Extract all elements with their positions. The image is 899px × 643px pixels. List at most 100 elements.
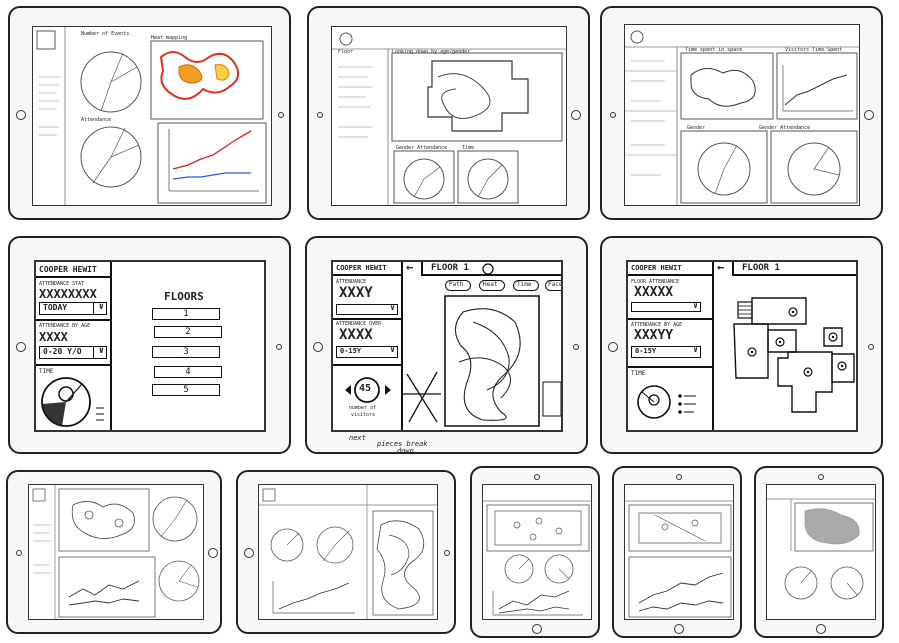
age-select-value: 0-20 Y/O bbox=[43, 347, 82, 356]
sketch-screen bbox=[482, 484, 592, 620]
age-select[interactable]: 0-20 Y/O ∨ bbox=[39, 346, 107, 359]
tab-label: Path bbox=[449, 281, 464, 288]
floor-button-3[interactable]: 3 bbox=[152, 346, 220, 358]
attendance-label: ATTENDANCE bbox=[336, 279, 367, 285]
time-label: TIME bbox=[39, 368, 54, 375]
home-button bbox=[16, 342, 26, 352]
section-divider bbox=[36, 364, 112, 366]
floors-title: FLOORS bbox=[164, 290, 204, 303]
floor-button-5[interactable]: 5 bbox=[152, 384, 220, 396]
handwritten-note: pieces break bbox=[377, 440, 428, 448]
back-button[interactable]: ← bbox=[714, 262, 734, 276]
section-divider bbox=[36, 319, 112, 321]
tablet-sketch-8 bbox=[236, 470, 456, 634]
sketch-drawing bbox=[767, 498, 875, 600]
app-screen: COOPER HEWIT ← FLOOR 1 ATTENDANCE XXXY ∨… bbox=[331, 260, 563, 432]
home-button bbox=[816, 624, 826, 634]
sketch-screen: Time spent in space Visitors Time Spent … bbox=[624, 24, 860, 206]
visitor-caption: number of bbox=[349, 405, 377, 411]
chevron-down-icon: ∨ bbox=[693, 301, 698, 310]
sketch-screen bbox=[28, 484, 204, 620]
visitor-count-value: 45 bbox=[359, 383, 372, 394]
camera-dot bbox=[276, 344, 282, 350]
top-bar bbox=[628, 262, 856, 276]
tablet-sketch-10 bbox=[612, 466, 742, 638]
handwritten-note: down bbox=[397, 447, 414, 455]
attendance-select[interactable]: ∨ bbox=[336, 303, 398, 315]
sketch-label: Floor bbox=[338, 49, 354, 55]
app-screen: COOPER HEWIT ATTENDANCE STAT XXXXXXXX TO… bbox=[34, 260, 266, 432]
app-screen: COOPER HEWIT ← FLOOR 1 FLOOR ATTENDANCE … bbox=[626, 260, 858, 432]
age-label: ATTENDANCE BY AGE bbox=[39, 323, 91, 329]
camera-dot bbox=[818, 474, 824, 480]
brand-bar bbox=[36, 262, 112, 278]
time-pie-chart bbox=[41, 377, 104, 427]
camera-dot bbox=[317, 112, 323, 118]
tablet-sketch-3: Time spent in space Visitors Time Spent … bbox=[600, 6, 883, 220]
camera-dot bbox=[444, 550, 450, 556]
left-panel bbox=[628, 262, 714, 430]
top-bar bbox=[333, 262, 561, 276]
age-select-value: 0-15Y bbox=[340, 347, 362, 355]
age-value: XXXYY bbox=[634, 328, 674, 343]
back-button[interactable]: ← bbox=[403, 262, 423, 276]
sketch-screen bbox=[766, 484, 876, 620]
sketch-screen bbox=[258, 484, 438, 620]
tablet-floor-map: COOPER HEWIT ← FLOOR 1 FLOOR ATTENDANCE … bbox=[600, 236, 883, 454]
attendance-label: FLOOR ATTENDANCE bbox=[631, 279, 680, 285]
home-button bbox=[208, 548, 218, 558]
age-select-value: 0-15Y bbox=[635, 347, 657, 355]
sketch-screen bbox=[624, 484, 734, 620]
section-divider bbox=[628, 318, 714, 320]
tab-label: Heat bbox=[483, 281, 498, 288]
select-divider bbox=[93, 303, 94, 314]
sketch-label: Gender Attendance bbox=[396, 145, 448, 151]
sketch-label: Looking down by age/gender bbox=[392, 49, 471, 55]
sketch-label: Time spent in space bbox=[685, 47, 743, 53]
tab-face[interactable]: Face bbox=[545, 280, 561, 291]
camera-dot bbox=[676, 474, 682, 480]
sketch-label: Attendance bbox=[81, 117, 112, 123]
sketch-drawing bbox=[259, 485, 437, 619]
sketch-label: Visitors Time Spent bbox=[785, 47, 843, 53]
chevron-down-icon: ∨ bbox=[693, 345, 698, 354]
attendance-value: XXXXXXXX bbox=[39, 287, 97, 301]
floor-title: FLOOR 1 bbox=[431, 263, 469, 273]
attendance-value: XXXXX bbox=[634, 285, 674, 300]
tab-time[interactable]: Time bbox=[513, 280, 539, 291]
age-value: XXXX bbox=[39, 330, 68, 344]
tab-path[interactable]: Path bbox=[445, 280, 471, 291]
floor-button-1[interactable]: 1 bbox=[152, 308, 220, 320]
sketch-drawing bbox=[483, 500, 591, 616]
section-divider bbox=[333, 318, 403, 320]
home-button bbox=[864, 110, 874, 120]
period-select-value: TODAY bbox=[43, 303, 68, 312]
chevron-down-icon: ∨ bbox=[390, 303, 395, 312]
home-button bbox=[313, 342, 323, 352]
period-select[interactable]: TODAY ∨ bbox=[39, 302, 107, 315]
arrow-left-icon: ← bbox=[717, 260, 725, 274]
attendance-value: XXXY bbox=[339, 285, 373, 301]
visitor-caption: visitors bbox=[351, 412, 376, 418]
tablet-sketch-2: Floor Looking down by age/gender Gender … bbox=[307, 6, 590, 220]
sketch-drawing bbox=[32, 485, 200, 619]
select-divider bbox=[93, 347, 94, 358]
tab-heat[interactable]: Heat bbox=[479, 280, 505, 291]
tablet-sketch-1: Number of Events Heat mapping Attendance bbox=[8, 6, 291, 220]
floor-button-2[interactable]: 2 bbox=[154, 326, 222, 338]
floor-button-4[interactable]: 4 bbox=[154, 366, 222, 378]
left-panel bbox=[333, 262, 403, 430]
tablet-floor-detail: COOPER HEWIT ← FLOOR 1 ATTENDANCE XXXY ∨… bbox=[305, 236, 588, 455]
floor-map-drawing bbox=[733, 297, 855, 413]
age-label: ATTENDANCE OVER bbox=[336, 321, 382, 327]
age-select[interactable]: 0-15Y ∨ bbox=[336, 345, 398, 358]
camera-dot bbox=[534, 474, 540, 480]
brand-name: COOPER HEWIT bbox=[631, 264, 682, 272]
sketch-screen: Floor Looking down by age/gender Gender … bbox=[331, 26, 567, 206]
age-select[interactable]: 0-15Y ∨ bbox=[631, 345, 701, 358]
sketch-screen: Number of Events Heat mapping Attendance bbox=[32, 26, 272, 206]
home-button bbox=[608, 342, 618, 352]
age-label: ATTENDANCE BY AGE bbox=[631, 322, 683, 328]
tablet-sketch-11 bbox=[754, 466, 884, 638]
attendance-select[interactable]: ∨ bbox=[631, 301, 701, 312]
